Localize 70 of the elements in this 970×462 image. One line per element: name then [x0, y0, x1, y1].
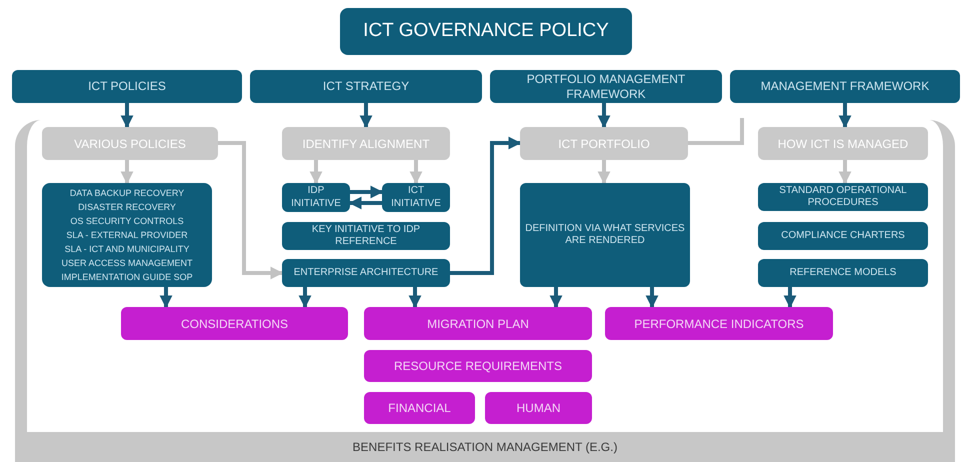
box-label: ICT INITIATIVE: [390, 185, 442, 210]
arrow: [410, 160, 422, 184]
box-label: MANAGEMENT FRAMEWORK: [760, 79, 930, 94]
arrow: [838, 103, 852, 128]
box-label: OS SECURITY CONTROLS: [70, 215, 184, 228]
header-box: [250, 70, 482, 103]
arrow: [408, 287, 422, 308]
box-label: SLA - EXTERNAL PROVIDER: [66, 229, 188, 242]
box-label: RESOURCE REQUIREMENTS: [394, 358, 562, 375]
arrow: [784, 287, 796, 308]
arrow: [450, 136, 522, 275]
arrow: [160, 287, 172, 308]
outcome-box: [364, 350, 592, 382]
box-label: DISASTER RECOVERY: [78, 201, 176, 214]
outcome-box: [364, 307, 592, 340]
box-label: CONSIDERATIONS: [180, 316, 288, 332]
step-box: [758, 127, 928, 160]
outcome-box: [121, 307, 348, 340]
box-label: FINANCIAL: [388, 400, 451, 417]
box-label: PERFORMANCE INDICATORS: [634, 316, 804, 332]
box-label: ICT GOVERNANCE POLICY: [363, 19, 609, 44]
box-label: IDP INITIATIVE: [290, 185, 342, 210]
outcome-box: [485, 392, 592, 424]
list-box: [42, 183, 212, 287]
box-label: DEFINITION VIA WHAT SERVICES ARE RENDERED: [524, 222, 686, 248]
process-box: [520, 183, 690, 287]
arrow: [646, 287, 658, 308]
header-box: [730, 70, 960, 103]
process-box: [758, 222, 928, 250]
process-box: [382, 183, 450, 212]
arrow: [218, 141, 284, 280]
arrow: [598, 160, 610, 184]
outcome-box: [364, 392, 475, 424]
arrow: [838, 160, 852, 184]
arrow: [298, 287, 312, 308]
box-label: HUMAN: [516, 400, 560, 417]
box-label: PORTFOLIO MANAGEMENT FRAMEWORK: [526, 72, 686, 102]
process-box: [282, 222, 450, 250]
box-label: USER ACCESS MANAGEMENT: [61, 257, 193, 270]
box-label: DATA BACKUP RECOVERY: [70, 187, 184, 200]
header-box: [490, 70, 722, 103]
arrow: [348, 196, 382, 210]
step-box: [42, 127, 218, 160]
step-box: [282, 127, 450, 160]
box-label: IMPLEMENTATION GUIDE SOP: [61, 271, 193, 284]
box-label: ICT STRATEGY: [322, 79, 410, 94]
arrow: [598, 103, 610, 128]
arrow: [360, 103, 372, 128]
box-label: STANDARD OPERATIONAL PROCEDURES: [778, 184, 908, 210]
arrow: [120, 103, 134, 128]
arrow: [310, 160, 322, 184]
box-label: REFERENCE MODELS: [790, 266, 896, 280]
header-box: [12, 70, 242, 103]
process-box: [282, 259, 450, 287]
box-label: ICT POLICIES: [88, 79, 166, 94]
box-label: KEY INITIATIVE TO IDP REFERENCE: [310, 224, 422, 248]
process-box: [758, 259, 928, 287]
arrow: [550, 287, 562, 308]
process-box: [282, 183, 350, 212]
box-label: MIGRATION PLAN: [427, 316, 529, 332]
box-label: SLA - ICT AND MUNICIPALITY: [64, 243, 190, 256]
outcome-box: [605, 307, 833, 340]
box-label: COMPLIANCE CHARTERS: [781, 230, 905, 242]
box-label: ENTERPRISE ARCHITECTURE: [294, 266, 438, 280]
arrow: [120, 160, 134, 184]
frame-band: [15, 120, 955, 462]
title-box: [340, 8, 632, 55]
arrow: [350, 186, 384, 198]
step-box: [520, 127, 688, 160]
process-box: [758, 183, 928, 211]
